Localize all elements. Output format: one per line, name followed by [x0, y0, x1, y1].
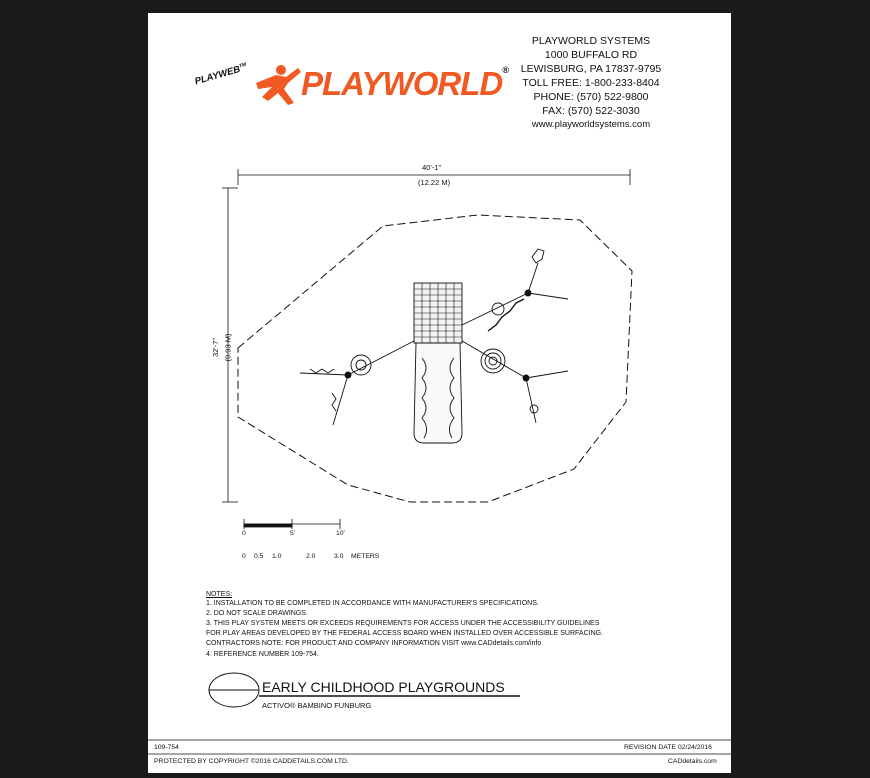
- note-line: 3. THIS PLAY SYSTEM MEETS OR EXCEEDS REQ…: [206, 620, 600, 627]
- scale-meter-1: 1.0: [272, 553, 282, 560]
- company-name: PLAYWORLD SYSTEMS: [531, 35, 651, 47]
- reference-number: 109-754: [154, 744, 179, 751]
- scale-meter-2: 2.0: [306, 553, 316, 560]
- drawing-graphics: [148, 65, 731, 755]
- playworld-logo-figure-icon: [256, 65, 301, 105]
- scale-meter-05: 0.5: [254, 553, 264, 560]
- note-line: FOR PLAY AREAS DEVELOPED BY THE FEDERAL …: [206, 630, 604, 637]
- website-link[interactable]: www.playworldsystems.com: [531, 119, 651, 130]
- copyright-notice: PROTECTED BY COPYRIGHT ©2016 CADDETAILS.…: [154, 758, 349, 765]
- note-line: 2. DO NOT SCALE DRAWINGS.: [206, 610, 308, 617]
- playworld-brand: PLAYWORLD®: [301, 65, 509, 102]
- scale-feet-5: 5': [290, 530, 296, 537]
- note-line: 4. REFERENCE NUMBER 109-754.: [206, 651, 319, 658]
- address-city: LEWISBURG, PA 17837-9795: [520, 63, 662, 75]
- drawing-title: EARLY CHILDHOOD PLAYGROUNDS: [262, 679, 505, 695]
- revision-date: REVISION DATE 02/24/2016: [624, 744, 712, 751]
- height-dimension-ft: 32'-7": [211, 337, 221, 358]
- height-dimension-m: (9.93 M): [223, 333, 233, 362]
- scale-meter-0: 0: [242, 553, 246, 560]
- notes-heading: NOTES:: [206, 591, 233, 598]
- scale-bar: [243, 519, 341, 529]
- toll-free: TOLL FREE: 1-800-233-8404: [522, 77, 660, 89]
- scale-feet-0: 0: [242, 530, 246, 537]
- drawing-sheet: PLAYWEBTM PLAYWORLD® PLAYWORLD SYSTEMS 1…: [148, 13, 731, 773]
- fax: FAX: (570) 522-3030: [542, 105, 640, 117]
- scale-feet-10: 10': [336, 530, 345, 537]
- phone: PHONE: (570) 522-9800: [533, 91, 649, 103]
- use-zone-outline: [237, 214, 633, 503]
- source-link[interactable]: CADdetails.com: [668, 758, 717, 765]
- scale-meter-3: 3.0: [334, 553, 344, 560]
- drawing-subtitle: ACTIVO® BAMBINO FUNBURG: [262, 701, 372, 710]
- scale-meter-unit: METERS: [351, 553, 380, 560]
- address-line: 1000 BUFFALO RD: [544, 49, 638, 61]
- dimension-lines: [222, 169, 631, 503]
- play-structure-plan: [299, 248, 569, 444]
- note-line: 1. INSTALLATION TO BE COMPLETED IN ACCOR…: [206, 600, 539, 607]
- note-line: CONTRACTORS NOTE: FOR PRODUCT AND COMPAN…: [206, 640, 542, 647]
- width-dimension-ft: 40'-1": [422, 163, 442, 172]
- title-block-lines: [148, 672, 731, 755]
- width-dimension-m: (12.22 M): [418, 178, 451, 187]
